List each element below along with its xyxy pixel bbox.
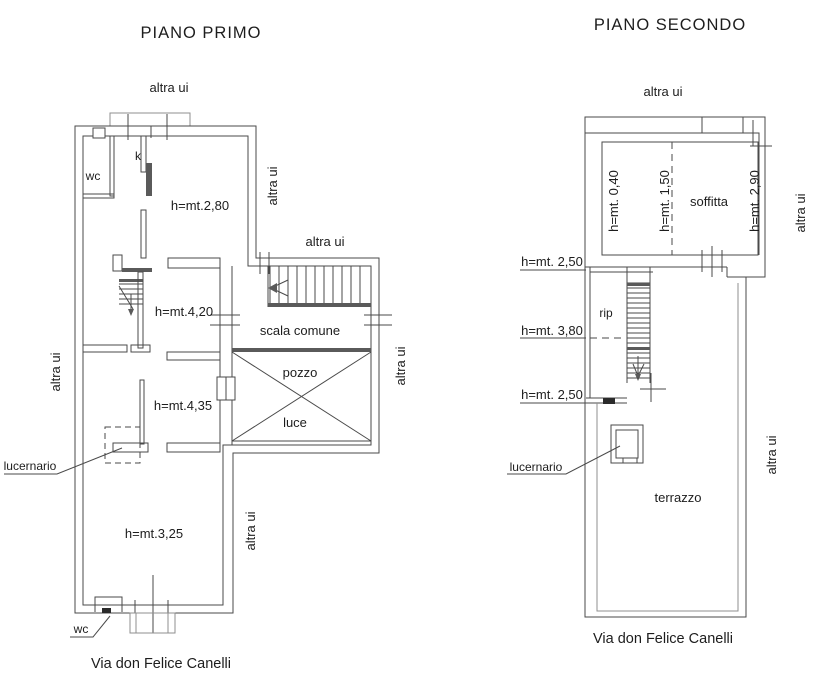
kitchen-wall-lower	[140, 209, 147, 259]
stair-tread-thick-mid	[627, 347, 650, 350]
kitchen-wall-poche	[146, 163, 152, 196]
lucernario-leader-line	[507, 445, 621, 475]
extension-top-ticks	[259, 252, 270, 274]
p1-label-altra-ui-top: altra ui	[149, 80, 188, 95]
p2-label-h290: h=mt. 2,90	[747, 170, 762, 232]
porch-outline	[129, 612, 176, 634]
partition-block	[112, 254, 123, 272]
exterior-wall-outer	[74, 125, 380, 614]
balcony-outline	[109, 112, 191, 127]
soffitta-room-outline	[601, 141, 759, 256]
p1-label-scala-comune: scala comune	[260, 323, 340, 338]
terrace-sill	[603, 398, 615, 404]
p1-label-altra-ui-left: altra ui	[48, 352, 63, 391]
wc-niche-walls	[94, 596, 123, 612]
p1-street-label: Via don Felice Canelli	[91, 656, 231, 672]
p1-label-wc-upper: wc	[85, 169, 101, 183]
p1-label-pozzo: pozzo	[283, 365, 318, 380]
p1-label-altra-ui-right-upper: altra ui	[265, 166, 280, 205]
lower-wall-right	[166, 442, 221, 453]
common-stair-edge	[268, 303, 371, 307]
wc-room-wall-right	[109, 135, 115, 197]
p2-label-h250-upper: h=mt. 2,50	[521, 254, 583, 269]
p1-label-luce: luce	[283, 415, 307, 430]
piano-primo-plan: PIANO PRIMO altra ui altra ui wc k h=mt.…	[4, 24, 408, 672]
pozzo-divider	[232, 348, 371, 352]
p2-street-label: Via don Felice Canelli	[593, 631, 733, 647]
common-stair-risers	[267, 266, 361, 307]
p1-label-wc-lower: wc	[73, 622, 89, 636]
piano-secondo-plan: PIANO SECONDO altra ui h=mt. 0,40 h=mt. …	[507, 16, 808, 647]
partition-wall-thin	[139, 379, 145, 445]
partition-wall-h420-top	[167, 257, 221, 269]
exterior-wall-inner-top	[585, 132, 760, 255]
entrance-door-ticks	[134, 575, 169, 633]
corridor-wall-right	[166, 351, 221, 361]
p2-label-soffitta: soffitta	[690, 194, 729, 209]
p2-label-rip: rip	[599, 306, 613, 320]
p2-label-altra-ui-top: altra ui	[643, 84, 682, 99]
small-stair-top	[119, 279, 143, 282]
corridor-pillar	[130, 344, 151, 353]
wc-room-wall-bottom	[82, 193, 115, 199]
shared-wall-lines	[219, 266, 233, 445]
p1-label-h325: h=mt.3,25	[125, 526, 183, 541]
p1-label-h420: h=mt.4,20	[155, 304, 213, 319]
stair-tread-thick-top	[627, 283, 650, 286]
terrace-parapet-inner	[596, 283, 739, 612]
height-leader-underlines	[520, 269, 586, 404]
p2-label-altra-ui-right-lower: altra ui	[764, 435, 779, 474]
p1-title: PIANO PRIMO	[140, 24, 261, 42]
p2-label-terrazzo: terrazzo	[655, 490, 702, 505]
corridor-wall-left	[82, 344, 128, 353]
top-wall-ticks	[701, 117, 772, 147]
porch-steps	[135, 613, 169, 633]
pozzo-luce-cross	[231, 351, 372, 442]
small-stair-arrow-line	[118, 285, 134, 311]
p1-label-altra-ui-above-extension: altra ui	[305, 234, 344, 249]
stair-landing-edge	[122, 268, 152, 272]
common-stair-arrowhead	[268, 283, 277, 293]
p2-title: PIANO SECONDO	[594, 16, 746, 34]
p2-label-h250-lower: h=mt. 2,50	[521, 387, 583, 402]
kitchen-wall-upper	[140, 135, 147, 173]
p1-label-h435: h=mt.4,35	[154, 398, 212, 413]
p1-label-lucernario: lucernario	[4, 459, 57, 473]
lower-wall-left	[112, 442, 149, 453]
p1-label-altra-ui-extension-right: altra ui	[393, 346, 408, 385]
soffitta-window-ticks	[701, 246, 723, 277]
lucernario-leader-line	[4, 447, 123, 475]
exterior-wall-inner	[82, 135, 372, 606]
stair-bottom-cap	[627, 377, 666, 390]
lucernario-dashed-outline	[104, 426, 141, 464]
p2-label-h150: h=mt. 1,50	[657, 170, 672, 232]
wc-niche-sill	[102, 608, 111, 613]
soffitta-bottom-wall	[585, 266, 746, 278]
corridor-wall-vertical	[137, 271, 144, 349]
lucernario-base	[622, 457, 638, 464]
window-tick-marks	[210, 314, 392, 326]
p2-label-lucernario: lucernario	[510, 460, 563, 474]
stair-shaft-walls	[589, 267, 653, 402]
lucernario-inner	[615, 429, 639, 459]
p1-label-h280: h=mt.2,80	[171, 198, 229, 213]
p2-label-h040: h=mt. 0,40	[606, 170, 621, 232]
p2-label-altra-ui-right-upper: altra ui	[793, 193, 808, 232]
p2-label-h380: h=mt. 3,80	[521, 323, 583, 338]
p1-label-altra-ui-lower-right: altra ui	[243, 511, 258, 550]
p1-label-kitchen: k	[135, 149, 142, 163]
small-stair-arrowhead	[128, 309, 134, 316]
wc-leader-line	[70, 615, 111, 638]
wc-window	[92, 127, 106, 139]
